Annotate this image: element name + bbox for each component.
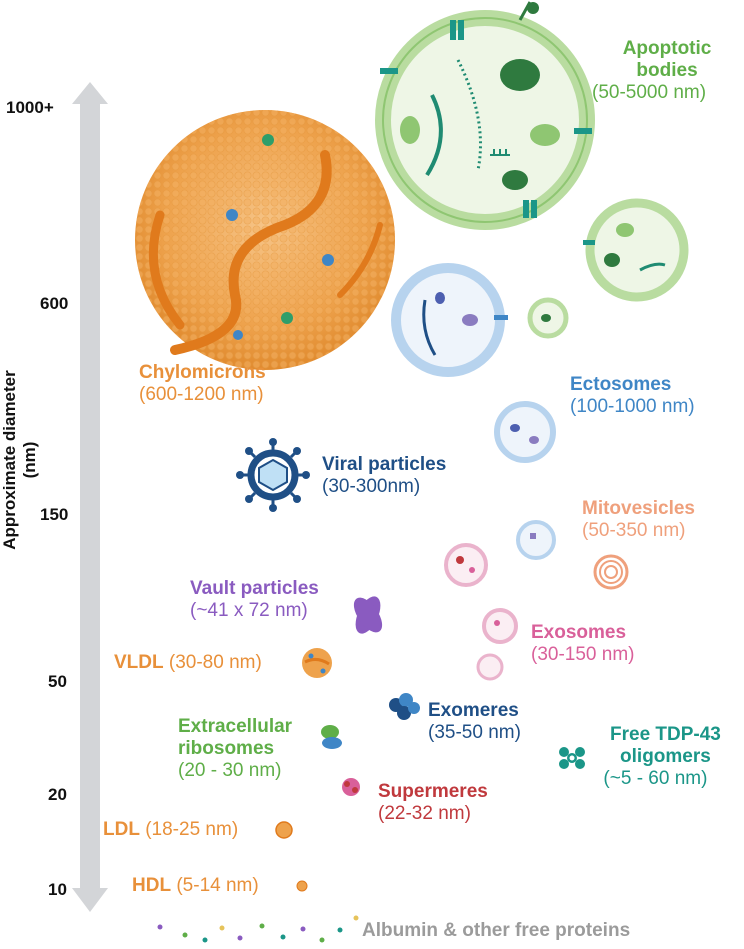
- chylomicron-label: Chylomicrons (600-1200 nm): [139, 362, 266, 406]
- vldl-label: VLDL (30-80 nm): [114, 652, 262, 674]
- tick-20: 20: [48, 785, 67, 804]
- supermere-name: Supermeres: [378, 781, 488, 802]
- apoptotic-name-2: bodies: [636, 60, 698, 81]
- chylomicron-name: Chylomicrons: [139, 362, 266, 383]
- hdl-range: (5-14 nm): [176, 875, 259, 896]
- hdl-icon: [296, 880, 308, 892]
- ribosome-range: (20 - 30 nm): [178, 760, 282, 781]
- vldl-icon: [302, 648, 332, 678]
- apoptotic-name-1: Apoptotic: [622, 38, 712, 59]
- ribosome-label: Extracellular ribosomes (20 - 30 nm): [178, 716, 292, 782]
- ldl-label: LDL (18-25 nm): [103, 819, 238, 841]
- exomere-range: (35-50 nm): [428, 722, 521, 743]
- albumin-label: Albumin & other free proteins: [362, 920, 630, 942]
- exosome-label: Exosomes (30-150 nm): [531, 622, 635, 666]
- tdp43-name-2: oligomers: [620, 746, 711, 767]
- exosome-large: [444, 543, 488, 587]
- axis-title: Approximate diameter (nm): [0, 370, 39, 550]
- diameter-axis: [72, 82, 108, 912]
- ectosome-label: Ectosomes (100-1000 nm): [570, 374, 695, 418]
- vault-particle-icon: [353, 596, 383, 634]
- vault-range: (~41 x 72 nm): [190, 600, 308, 621]
- exomere-label: Exomeres (35-50 nm): [428, 700, 521, 744]
- apoptotic-label: Apoptotic bodies (50-5000 nm): [592, 38, 724, 104]
- ribosome-icon: [321, 725, 342, 749]
- ectosome-name: Ectosomes: [570, 374, 672, 395]
- vault-label: Vault particles (~41 x 72 nm): [190, 578, 319, 622]
- mitovesicle-label: Mitovesicles (50-350 nm): [582, 498, 695, 542]
- tdp43-oligomer-icon: [559, 747, 585, 769]
- apoptotic-body-small: [583, 198, 689, 302]
- chylomicron-range: (600-1200 nm): [139, 384, 264, 405]
- tick-150: 150: [40, 505, 69, 524]
- viral-name: Viral particles: [322, 454, 447, 475]
- ectosome-large: [391, 263, 508, 377]
- ldl-name: LDL: [103, 819, 140, 840]
- ldl-range: (18-25 nm): [145, 819, 239, 840]
- vldl-range: (30-80 nm): [168, 652, 262, 673]
- mitovesicle-name: Mitovesicles: [582, 498, 695, 519]
- free-protein-dots: [157, 915, 359, 943]
- exomere-icon: [389, 693, 420, 720]
- apoptotic-body-tiny: [527, 297, 569, 339]
- tick-1000: 1000+: [6, 98, 54, 117]
- supermere-icon: [342, 778, 360, 796]
- supermere-range: (22-32 nm): [378, 803, 471, 824]
- mitovesicle-icon: [593, 554, 629, 590]
- ectosome-range: (100-1000 nm): [570, 396, 695, 417]
- supermere-label: Supermeres (22-32 nm): [378, 781, 488, 825]
- tick-600: 600: [40, 294, 69, 313]
- exosome-medium: [482, 608, 518, 644]
- tdp43-range: (~5 - 60 nm): [603, 768, 708, 789]
- ectosome-small: [494, 401, 556, 463]
- vldl-name: VLDL: [114, 652, 164, 673]
- chylomicron-illustration: [135, 110, 395, 370]
- small-ectosome-vesicle: [516, 520, 556, 560]
- viral-label: Viral particles (30-300nm): [322, 454, 446, 498]
- ldl-icon: [275, 821, 293, 839]
- exosome-range: (30-150 nm): [531, 644, 635, 665]
- exosome-name: Exosomes: [531, 622, 627, 643]
- tdp43-label: Free TDP-43 oligomers (~5 - 60 nm): [603, 724, 721, 790]
- viral-range: (30-300nm): [322, 476, 421, 497]
- hdl-label: HDL (5-14 nm): [132, 875, 259, 897]
- viral-particle-icon: [236, 438, 310, 512]
- albumin-name: Albumin & other free proteins: [362, 920, 631, 941]
- apoptotic-body-large: [375, 1, 595, 230]
- vault-name: Vault particles: [190, 578, 319, 599]
- ribosome-name-1: Extracellular: [178, 716, 293, 737]
- mitovesicle-range: (50-350 nm): [582, 520, 686, 541]
- tick-10: 10: [48, 880, 67, 899]
- tick-50: 50: [48, 672, 67, 691]
- ribosome-name-2: ribosomes: [178, 738, 275, 759]
- apoptotic-range: (50-5000 nm): [592, 82, 707, 103]
- hdl-name: HDL: [132, 875, 172, 896]
- exomere-name: Exomeres: [428, 700, 519, 721]
- exosome-small: [476, 653, 504, 681]
- tdp43-name-1: Free TDP-43: [610, 724, 721, 745]
